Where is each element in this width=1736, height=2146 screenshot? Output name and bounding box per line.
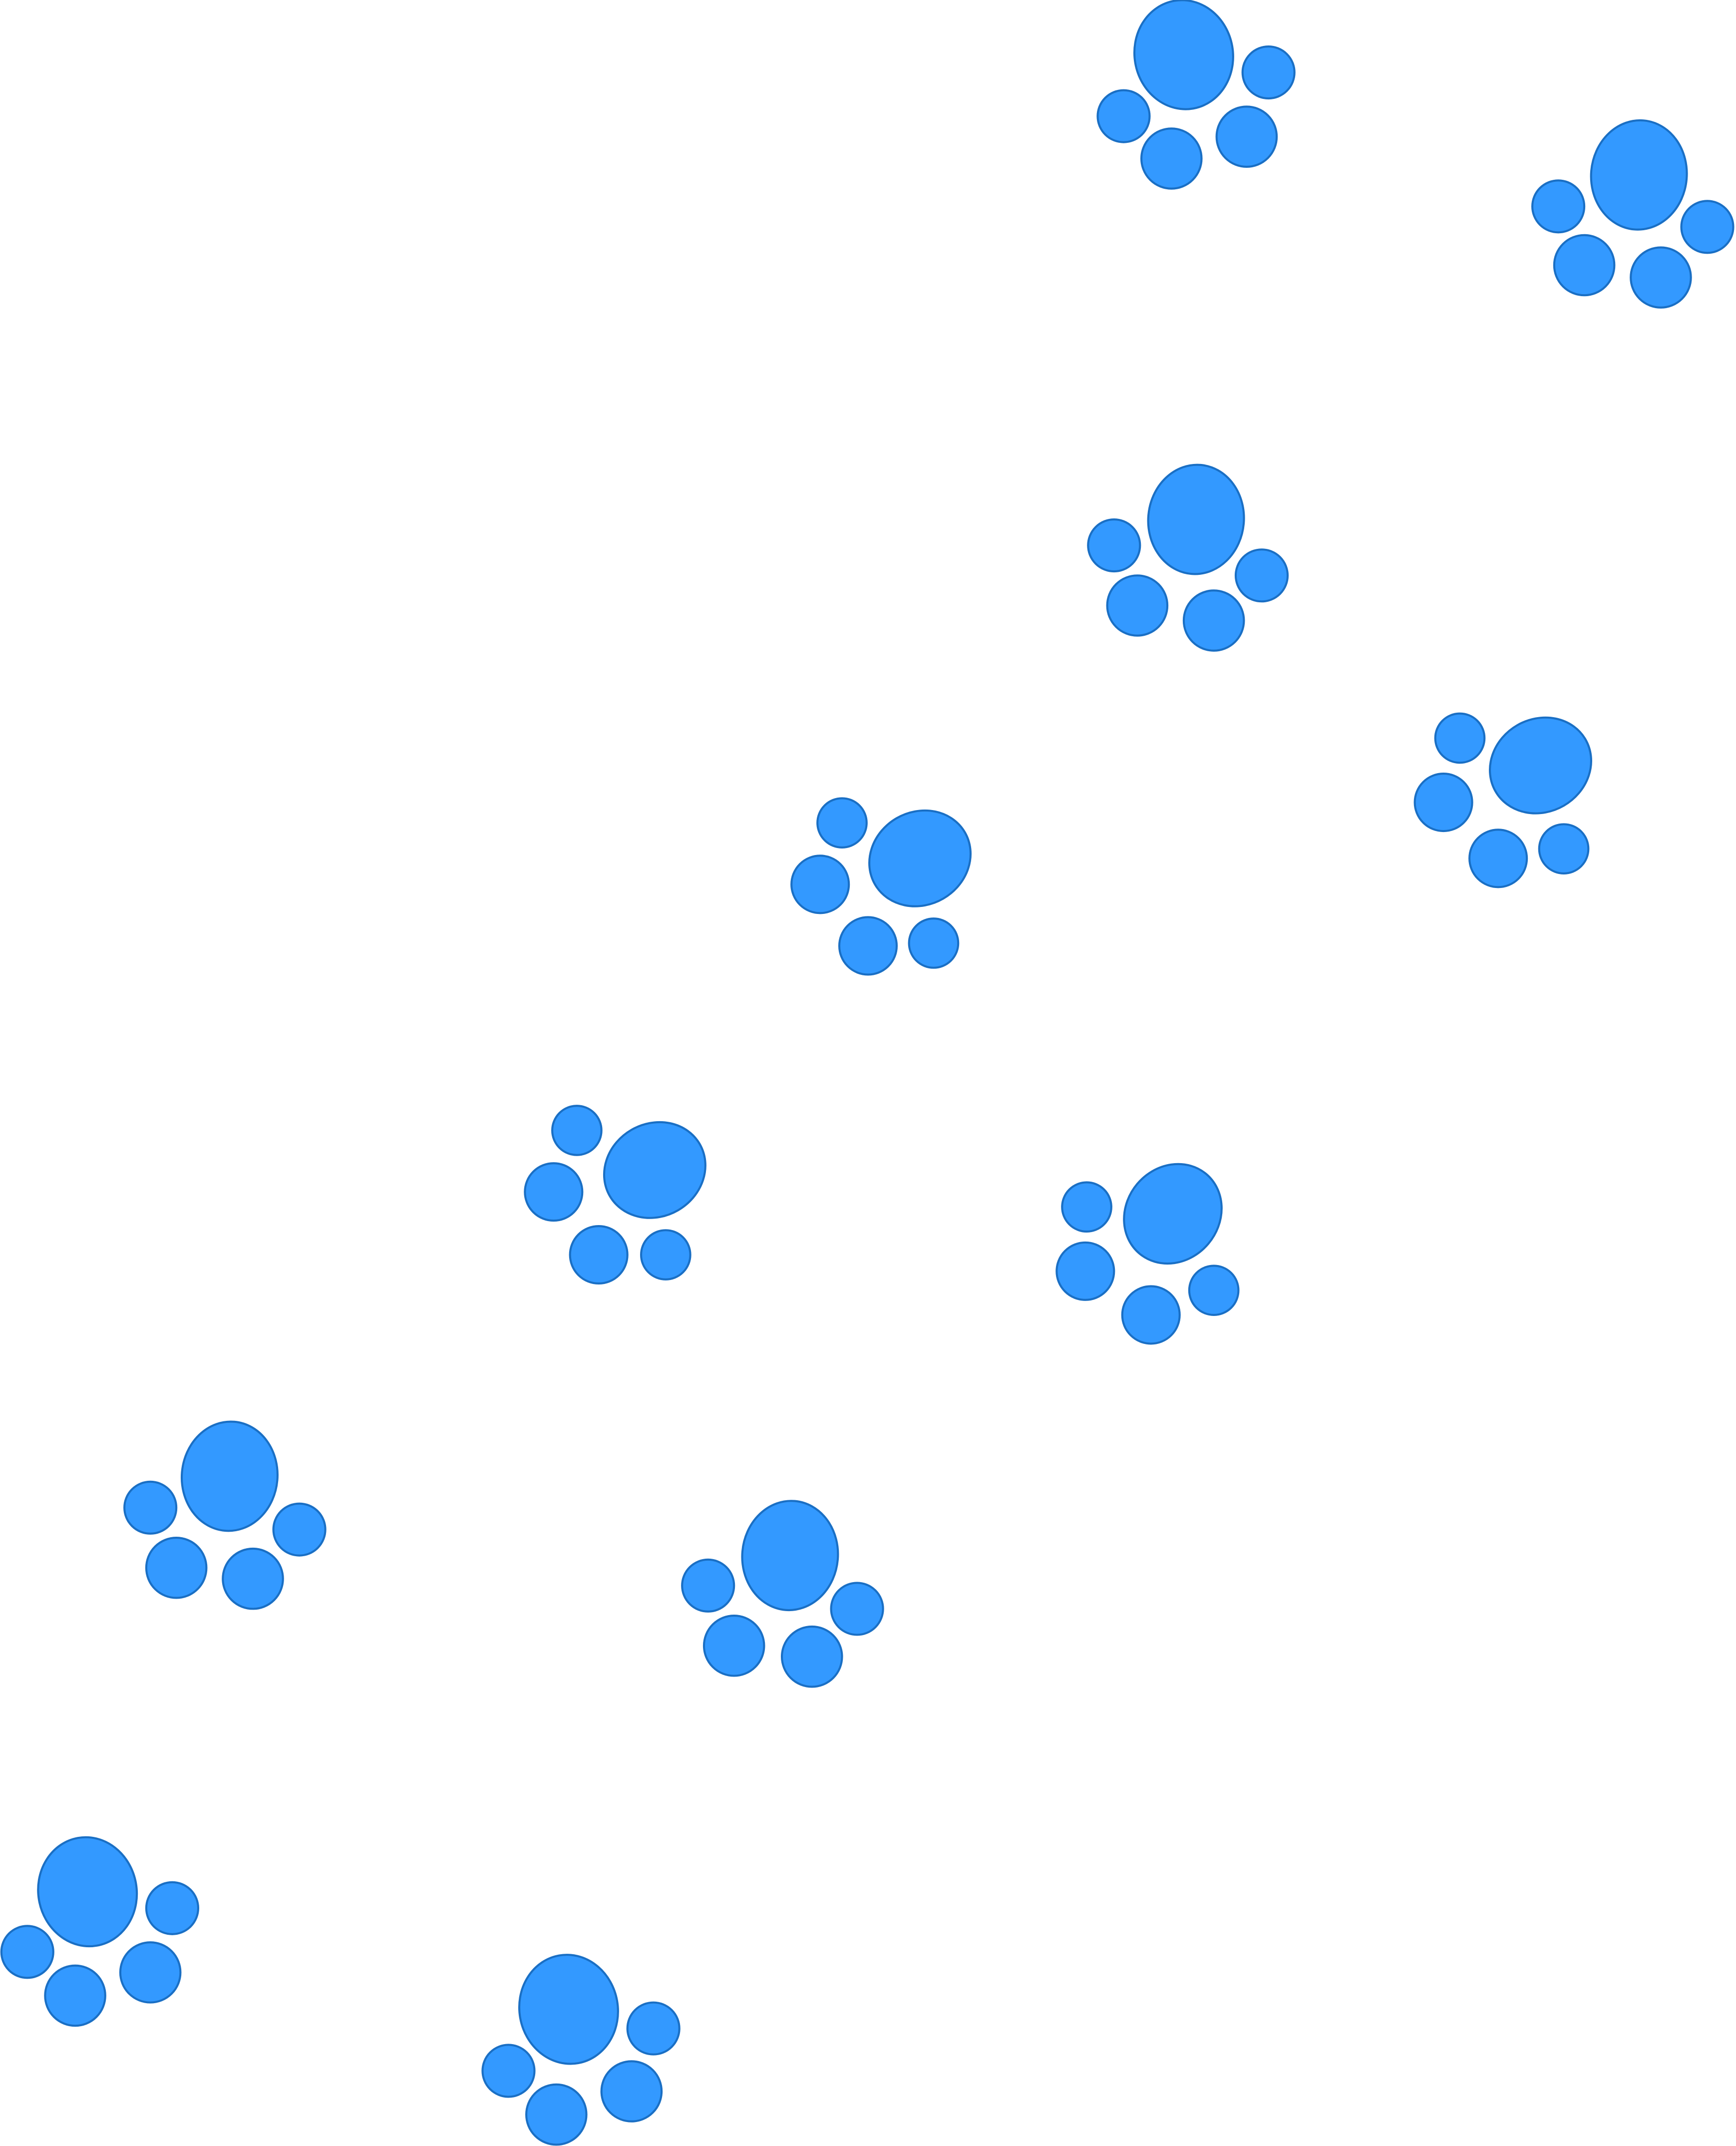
paw-toe-icon [626, 2001, 681, 2056]
paw-toe-icon [222, 1547, 284, 1610]
paw-pad-icon [1133, 0, 1234, 110]
paw-print-icon [790, 797, 972, 976]
paw-toe-icon [1553, 234, 1616, 297]
paw-toe-icon [1182, 589, 1245, 652]
paw-pad-icon [868, 809, 972, 907]
paw-toe-icon [1468, 829, 1528, 888]
paw-pad-icon [741, 1500, 839, 1612]
paw-pad-icon [1123, 1163, 1223, 1265]
paw-toe-icon [569, 1225, 629, 1285]
paw-pad-icon [180, 1420, 279, 1532]
paw-toe-icon [1215, 105, 1278, 168]
paw-print-icon [1531, 119, 1735, 309]
paw-toe-icon [524, 1162, 584, 1222]
paw-toe-icon [780, 1625, 843, 1688]
paw-toe-icon [1061, 1181, 1112, 1233]
paw-toe-icon [838, 916, 898, 976]
paw-toe-icon [551, 1105, 603, 1156]
paw-print-icon [524, 1105, 706, 1285]
paw-print-icon [1096, 0, 1296, 190]
paw-toe-icon [1188, 1265, 1240, 1316]
paw-toe-icon [1087, 518, 1141, 573]
paw-toe-icon [44, 1964, 106, 2027]
paw-toe-icon [145, 1537, 208, 1599]
paw-toe-icon [1538, 823, 1590, 874]
paw-toe-icon [123, 1480, 178, 1535]
paw-toe-icon [600, 2060, 663, 2123]
paw-toe-icon [640, 1229, 692, 1281]
paw-toe-icon [1106, 574, 1169, 637]
paw-toe-icon [145, 1881, 200, 1935]
paw-print-icon [123, 1420, 327, 1610]
paw-pad-icon [518, 1954, 619, 2065]
paw-toe-icon [1140, 127, 1203, 190]
paw-pad-icon [1590, 119, 1688, 231]
paw-toe-icon [525, 2083, 588, 2146]
paw-toe-icon [702, 1615, 765, 1677]
paw-print-icon [481, 1954, 681, 2146]
paw-toe-icon [1234, 548, 1289, 603]
paw-toe-icon [1531, 179, 1586, 234]
paw-toe-icon [1434, 712, 1486, 764]
paw-toe-icon [119, 1941, 182, 2004]
paw-toe-icon [481, 2044, 536, 2098]
paw-print-icon [681, 1500, 884, 1688]
paw-print-icon [1413, 712, 1592, 888]
paw-toe-icon [272, 1502, 327, 1557]
paw-toe-icon [1055, 1241, 1115, 1301]
paw-pad-icon [603, 1121, 706, 1219]
paw-toe-icon [1680, 200, 1735, 254]
paw-toe-icon [790, 855, 850, 914]
paw-print-icon [1087, 463, 1289, 652]
paw-print-icon [0, 1836, 200, 2027]
paw-toe-icon [1241, 45, 1296, 100]
paw-pad-icon [1147, 463, 1245, 575]
paw-toe-icon [0, 1925, 54, 1979]
paw-toe-icon [816, 797, 868, 849]
paw-print-icon [1055, 1163, 1240, 1345]
paw-toe-icon [1121, 1285, 1181, 1345]
paw-pad-icon [37, 1836, 138, 1948]
paw-toe-icon [681, 1558, 735, 1613]
paw-pad-icon [1489, 716, 1592, 815]
paw-toe-icon [1413, 773, 1473, 833]
paw-toe-icon [1630, 246, 1692, 309]
paw-toe-icon [908, 917, 960, 969]
paw-toe-icon [1096, 89, 1151, 143]
paw-toe-icon [830, 1582, 884, 1636]
